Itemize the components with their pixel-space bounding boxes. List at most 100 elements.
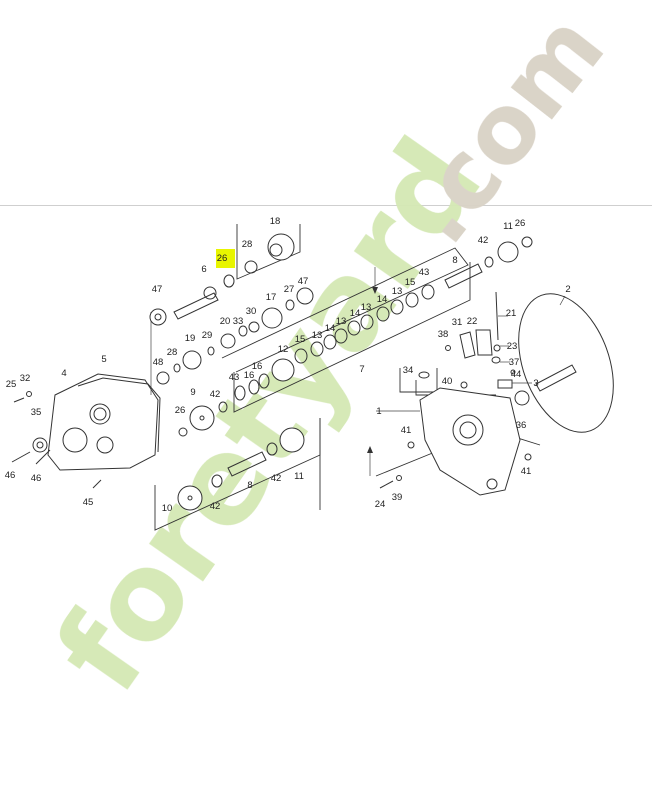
part-label-14[interactable]: 14 [325,323,336,334]
part-label-43[interactable]: 43 [419,267,430,278]
part-label-20[interactable]: 20 [220,316,231,327]
part-label-47[interactable]: 47 [298,276,309,287]
box-mainshaft-upper [221,247,469,373]
part-label-38[interactable]: 38 [438,329,449,340]
part-label-21[interactable]: 21 [506,308,517,319]
part-number-labels: 1234567889101111121313131314141415151616… [5,216,571,514]
bearing-48 [156,371,170,385]
bearing-47a-inner [154,313,162,321]
part-label-28[interactable]: 28 [242,239,253,250]
part-label-29[interactable]: 29 [202,330,213,341]
part-label-44[interactable]: 44 [511,369,522,380]
part-label-32[interactable]: 32 [20,373,31,384]
part-label-8[interactable]: 8 [247,480,252,491]
part-label-13[interactable]: 13 [312,330,323,341]
part-label-34[interactable]: 34 [403,365,414,376]
part-label-9[interactable]: 9 [190,387,195,398]
washer-14c [376,306,390,322]
part-label-36[interactable]: 36 [516,420,527,431]
part-label-14[interactable]: 14 [350,308,361,319]
bolt-24 [379,480,394,489]
transmission-case [379,387,532,496]
part-label-18[interactable]: 18 [270,216,281,227]
part-label-45[interactable]: 45 [83,497,94,508]
washer-26 [223,274,235,288]
part-label-46[interactable]: 46 [31,473,42,484]
part-label-13[interactable]: 13 [361,302,372,313]
part-label-42[interactable]: 42 [210,501,221,512]
circlip-43b [234,385,246,401]
part-label-6[interactable]: 6 [201,264,206,275]
dowel-41b [524,453,532,461]
part-label-5[interactable]: 5 [101,354,106,365]
part-label-39[interactable]: 39 [392,492,403,503]
part-label-28[interactable]: 28 [167,347,178,358]
part-label-26[interactable]: 26 [217,253,228,264]
part-label-11[interactable]: 11 [294,471,304,482]
part-label-3[interactable]: 3 [533,378,538,389]
box-part-34 [399,368,438,393]
part-label-25[interactable]: 25 [6,379,17,390]
part-label-35[interactable]: 35 [31,407,42,418]
part-label-26[interactable]: 26 [515,218,526,229]
part-label-26[interactable]: 26 [175,405,186,416]
part-label-42[interactable]: 42 [210,389,221,400]
part-label-42[interactable]: 42 [478,235,489,246]
washer-26c [178,427,188,437]
part-label-40[interactable]: 40 [442,376,453,387]
part-label-43[interactable]: 43 [229,372,240,383]
part-label-16[interactable]: 16 [252,361,263,372]
part-label-47[interactable]: 47 [152,284,163,295]
washer-29 [207,346,215,356]
gear-19 [182,350,202,370]
gear-12 [271,358,295,382]
part-label-46[interactable]: 46 [5,470,16,481]
spring-23 [493,344,501,352]
part-label-41[interactable]: 41 [401,425,412,436]
part-label-7[interactable]: 7 [359,364,364,375]
part-label-17[interactable]: 17 [266,292,277,303]
bolt-46a [11,451,31,463]
part-label-41[interactable]: 41 [521,466,532,477]
part-label-37[interactable]: 37 [509,357,520,368]
part-label-15[interactable]: 15 [295,334,306,345]
washer-14a [323,334,337,350]
part-label-14[interactable]: 14 [377,294,388,305]
part-label-4[interactable]: 4 [61,368,66,379]
part-label-8[interactable]: 8 [452,255,457,266]
part-label-1[interactable]: 1 [376,406,381,417]
part-label-33[interactable]: 33 [233,316,244,327]
part-label-10[interactable]: 10 [162,503,173,514]
part-label-30[interactable]: 30 [246,306,257,317]
washer-37 [491,356,501,364]
shaft-8-parts [177,427,305,511]
part-label-48[interactable]: 48 [153,357,164,368]
part-label-31[interactable]: 31 [452,317,463,328]
washer-14b [347,320,361,336]
box-gear-18 [236,224,301,280]
washer-28a [244,260,258,274]
part-label-15[interactable]: 15 [405,277,416,288]
part-label-27[interactable]: 27 [284,284,295,295]
mainshaft-parts [149,233,314,385]
washer-39 [396,475,402,481]
part-label-24[interactable]: 24 [375,499,386,510]
plug-40 [460,381,468,389]
highlight-part-26[interactable] [216,249,235,268]
case-1-bore-inner [459,421,477,439]
washer-27 [285,299,295,311]
bearing-36 [514,390,530,406]
washer-42c [266,442,278,456]
part-label-12[interactable]: 12 [278,344,289,355]
part-label-23[interactable]: 23 [507,341,518,352]
part-label-19[interactable]: 19 [185,333,196,344]
part-label-2[interactable]: 2 [565,284,570,295]
part-label-13[interactable]: 13 [392,286,403,297]
part-label-42[interactable]: 42 [271,473,282,484]
part-label-13[interactable]: 13 [336,316,347,327]
part-label-11[interactable]: 11 [503,221,513,232]
part-label-16[interactable]: 16 [244,370,255,381]
part-label-22[interactable]: 22 [467,316,478,327]
watermark: foretyard .com [30,0,626,717]
